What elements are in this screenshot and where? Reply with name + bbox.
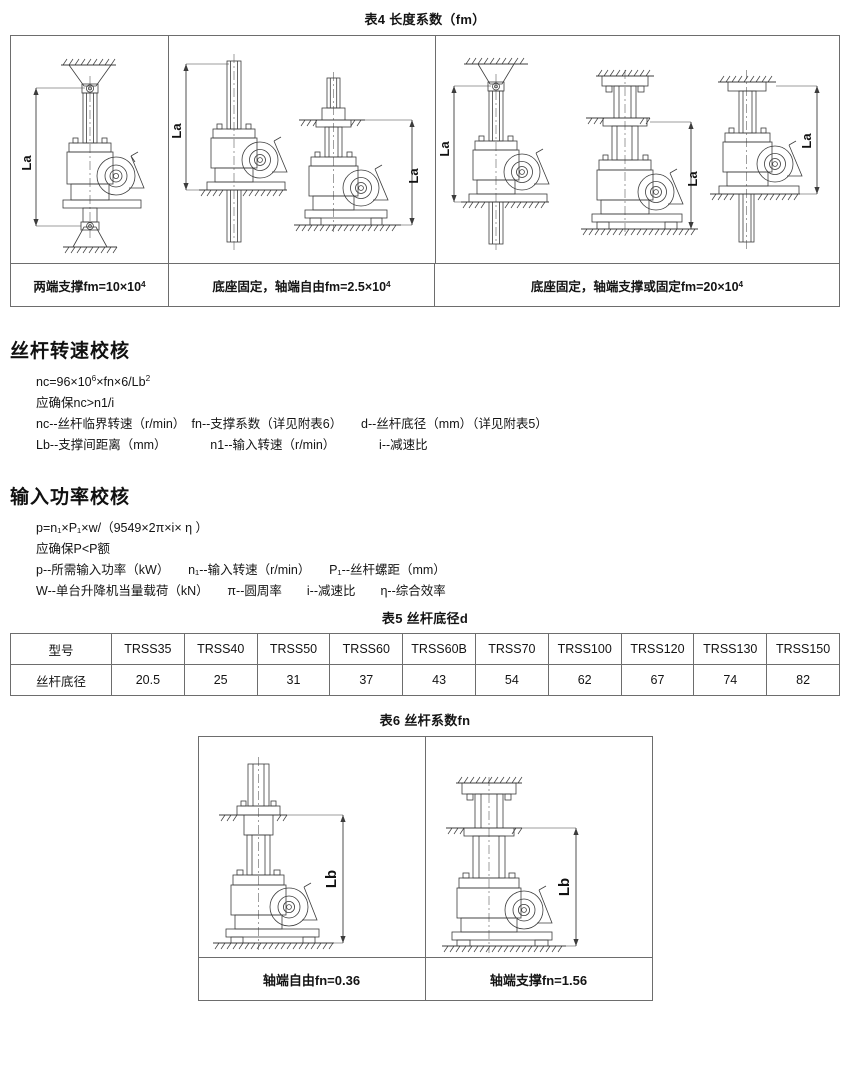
svg-text:La: La: [19, 155, 34, 171]
formula-nc-prefix: nc=96×10: [36, 375, 92, 389]
formula-nc: nc=96×106×fn×6/Lb2: [36, 372, 850, 393]
table6-caption: 表6 丝杆系数fn: [379, 713, 471, 728]
table5-model-9: TRSS150: [766, 633, 840, 665]
section-input-power-title: 输入功率校核: [10, 487, 131, 508]
diagram-shaft-supported: Lb: [441, 776, 579, 953]
table6-figure-box: Lb: [197, 736, 653, 1001]
table5-caption: 表5 丝杆底径d: [381, 611, 469, 626]
table5-model-2: TRSS50: [256, 633, 331, 665]
formula-power: p=n₁×P₁×w/（9549×2π×i× η ）: [36, 521, 209, 535]
table6-figure-cell-1: Lb: [199, 737, 425, 957]
section-input-power-body: p=n₁×P₁×w/（9549×2π×i× η ） 应确保P<P额 p--所需输…: [36, 518, 850, 602]
table4-section: 表4 长度系数（fm）: [0, 9, 850, 307]
formula-nc-mid: ×fn×6/Lb: [96, 375, 146, 389]
table4-figure-cell-3: La La La: [435, 36, 839, 263]
table6-label-row: 轴端自由fn=0.36 轴端支撑fn=1.56: [198, 957, 652, 1000]
table4-label-2-text: 底座固定，轴端自由fm=2.5×10: [212, 279, 387, 294]
table5-model-7: TRSS120: [620, 633, 695, 665]
svg-text:La: La: [437, 141, 452, 157]
table4-figure-cell-2: La La: [168, 36, 435, 263]
table4-figure-row: La: [11, 36, 839, 263]
table5-model-5: TRSS70: [474, 633, 549, 665]
svg-text:Lb: Lb: [556, 878, 573, 896]
speed-legend-line-1: nc--丝杆临界转速（r/min） fn--支撑系数（详见附表6） d--丝杆底…: [36, 417, 548, 431]
table5-section: 表5 丝杆底径d 型号 TRSS35 TRSS40 TRSS50 TRSS60 …: [0, 608, 850, 696]
formula-nc-exp2: 2: [145, 373, 151, 383]
table6-figure-row: Lb: [199, 737, 652, 957]
table5-model-3: TRSS60: [329, 633, 404, 665]
speed-legend-line-2: Lb--支撑间距离（mm） n1--输入转速（r/min） i--减速比: [36, 438, 428, 452]
svg-text:La: La: [685, 171, 700, 187]
table5-screw-root-diameter: 型号 TRSS35 TRSS40 TRSS50 TRSS60 TRSS60B T…: [10, 633, 840, 696]
table5-model-6: TRSS100: [547, 633, 622, 665]
speed-note-line: 应确保nc>n1/i: [36, 396, 115, 410]
table5-diameter-6: 62: [547, 664, 622, 696]
table5-diameter-9: 82: [766, 664, 840, 696]
table4-label-1-text: 两端支撑fm=10×10: [33, 279, 142, 294]
formula-nc-exp1: 6: [91, 373, 97, 383]
power-legend-line-2: W--单台升降机当量载荷（kN） π--圆周率 i--减速比 η--综合效率: [36, 584, 446, 598]
diagram-base-fixed-shaft-free: La La: [169, 54, 421, 250]
table6-label-2: 轴端支撑fn=1.56: [424, 958, 652, 1000]
table5-model-8: TRSS130: [693, 633, 768, 665]
table5-rowheader-diameter: 丝杆底径: [10, 664, 112, 696]
table5-model-4: TRSS60B: [402, 633, 476, 665]
section-screw-speed-title: 丝杆转速校核: [10, 341, 131, 362]
section-input-power: 输入功率校核 p=n₁×P₁×w/（9549×2π×i× η ） 应确保P<P额…: [10, 482, 850, 602]
table5-model-0: TRSS35: [111, 633, 185, 665]
power-legend-line-1: p--所需输入功率（kW） n₁--输入转速（r/min） P₁--丝杆螺距（m…: [36, 563, 446, 577]
diagram-base-fixed-shaft-supported: La La La: [437, 57, 820, 250]
diagram-shaft-free: Lb: [212, 757, 346, 950]
table-row-diameter: 丝杆底径 20.5 25 31 37 43 54 62 67 74 82: [10, 664, 840, 696]
table4-figure-box: La: [10, 35, 840, 307]
table4-figure-cell-1: La: [11, 36, 168, 263]
table5-diameter-0: 20.5: [111, 664, 185, 696]
table5-diameter-8: 74: [693, 664, 768, 696]
svg-text:La: La: [169, 123, 184, 139]
svg-text:La: La: [799, 133, 814, 149]
table5-diameter-5: 54: [474, 664, 549, 696]
section-screw-speed: 丝杆转速校核 nc=96×106×fn×6/Lb2 应确保nc>n1/i nc-…: [10, 336, 850, 456]
table5-diameter-7: 67: [620, 664, 695, 696]
table5-diameter-3: 37: [329, 664, 404, 696]
table5-diameter-4: 43: [402, 664, 476, 696]
table5-diameter-1: 25: [183, 664, 258, 696]
table-row-model: 型号 TRSS35 TRSS40 TRSS50 TRSS60 TRSS60B T…: [10, 633, 840, 665]
svg-text:La: La: [406, 168, 421, 184]
table4-label-3-text: 底座固定，轴端支撑或固定fm=20×10: [530, 279, 739, 294]
table4-caption: 表4 长度系数（fm）: [364, 12, 486, 27]
power-note-line: 应确保P<P额: [36, 542, 110, 556]
svg-text:Lb: Lb: [323, 870, 340, 888]
table6-figure-cell-2: Lb: [424, 737, 652, 957]
table5-rowheader-model: 型号: [10, 633, 112, 665]
table6-section: 表6 丝杆系数fn: [0, 710, 850, 1001]
section-screw-speed-body: nc=96×106×fn×6/Lb2 应确保nc>n1/i nc--丝杆临界转速…: [36, 372, 850, 456]
table6-label-1: 轴端自由fn=0.36: [262, 972, 361, 988]
table5-model-1: TRSS40: [183, 633, 258, 665]
diagram-both-ends-supported: La: [19, 58, 145, 254]
table5-diameter-2: 31: [256, 664, 331, 696]
